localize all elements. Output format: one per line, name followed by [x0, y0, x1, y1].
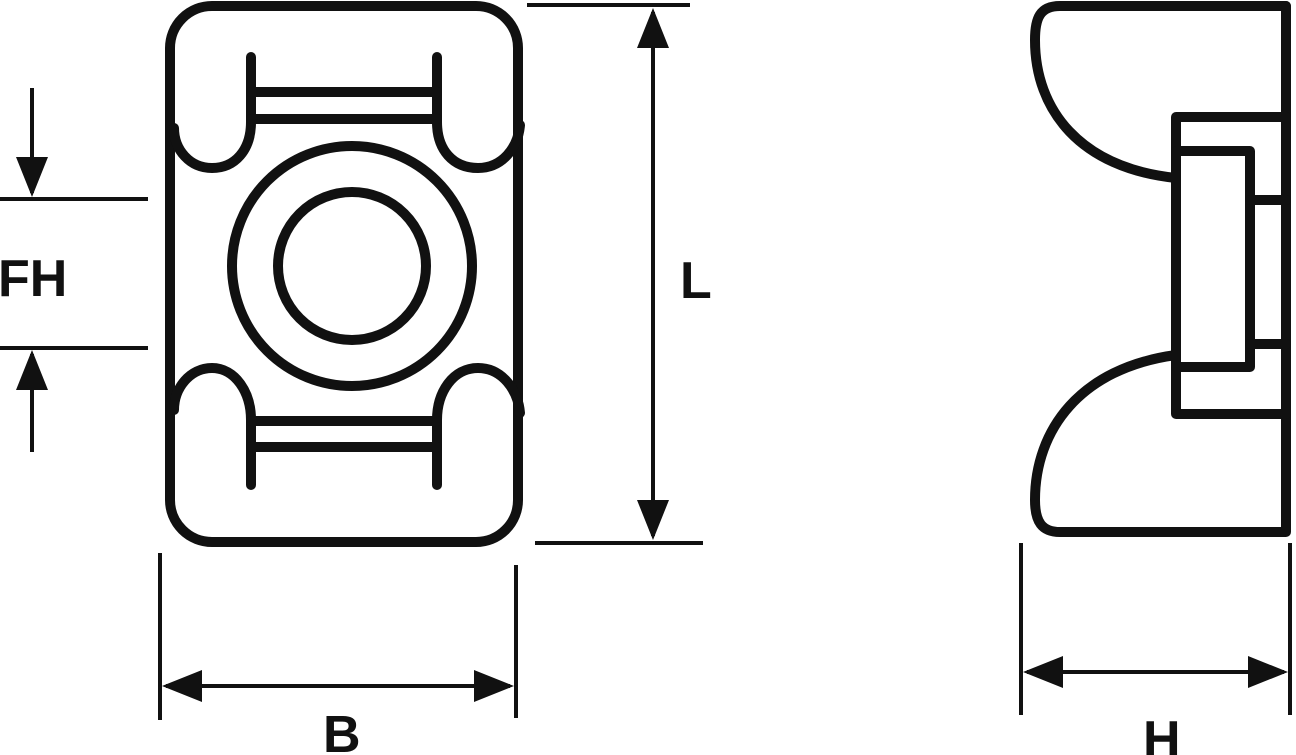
length-label: L [680, 252, 712, 310]
base-outline [165, 1, 523, 547]
fixing-hole [273, 187, 431, 345]
dimension-height: H [1019, 543, 1292, 755]
dimension-width: B [158, 553, 518, 755]
dimension-fixing-hole: FH [0, 88, 148, 452]
tie-slot [1171, 146, 1255, 372]
upper-tie-slot [169, 52, 525, 173]
lower-tie-slot [169, 363, 525, 490]
side-view [1030, 1, 1291, 537]
top-view [165, 1, 525, 547]
width-label: B [323, 706, 361, 755]
screw-boss [227, 141, 477, 391]
dimension-length: L [527, 3, 712, 545]
height-label: H [1143, 711, 1181, 755]
fixing-hole-label: FH [0, 250, 67, 308]
